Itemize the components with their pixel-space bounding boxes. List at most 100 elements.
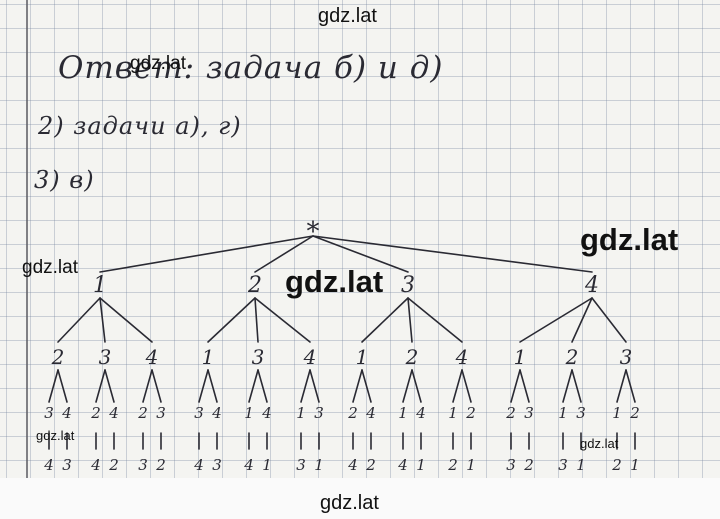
tree-node-level1: 1 bbox=[93, 273, 107, 298]
tree-node-level3: 2 bbox=[347, 404, 358, 422]
tree-node-level4: 1 bbox=[314, 456, 324, 474]
tree-node-level4: 4 bbox=[90, 456, 101, 474]
tree-node-level4: 2 bbox=[108, 456, 119, 474]
tree-node-level4: 3 bbox=[558, 456, 568, 474]
tree-edge bbox=[254, 235, 314, 273]
watermark: gdz.lat bbox=[320, 492, 379, 514]
tree-node-level2: 2 bbox=[565, 345, 579, 369]
tree-node-level3: 4 bbox=[261, 404, 272, 422]
tree-node-level1: 2 bbox=[247, 273, 262, 298]
tree-edge bbox=[48, 369, 59, 403]
tree-edge bbox=[361, 369, 372, 403]
tree-node-level3: 3 bbox=[156, 404, 166, 422]
tree-node-level4: 1 bbox=[262, 456, 272, 474]
tree-edge bbox=[142, 369, 153, 403]
tree-edge bbox=[352, 369, 363, 403]
tree-node-level2: 4 bbox=[455, 345, 469, 369]
watermark: gdz.lat bbox=[130, 53, 186, 74]
tree-node-level4: 1 bbox=[466, 456, 476, 474]
tree-edge bbox=[562, 369, 573, 403]
tree-node-level4: 3 bbox=[62, 456, 72, 474]
tree-root: * bbox=[307, 217, 320, 247]
tree-node-level2: 2 bbox=[51, 345, 65, 369]
tree-node-level4: 1 bbox=[416, 456, 426, 474]
tree-node-level4: 4 bbox=[347, 456, 358, 474]
tree-node-level3: 1 bbox=[558, 404, 568, 422]
tree-edge bbox=[207, 297, 256, 343]
tree-node-level3: 3 bbox=[44, 404, 54, 422]
tree-edge bbox=[300, 369, 311, 403]
tree-node-level2: 4 bbox=[145, 345, 159, 369]
tree-edge bbox=[57, 369, 68, 403]
tree-edge bbox=[616, 369, 627, 403]
tree-edge bbox=[407, 297, 463, 343]
tree-edge bbox=[519, 297, 593, 343]
tree-node-level2: 3 bbox=[99, 345, 112, 369]
tree-node-level3: 4 bbox=[365, 404, 376, 422]
tree-node-level3: 3 bbox=[194, 404, 204, 422]
tree-node-level3: 1 bbox=[612, 404, 622, 422]
watermark: gdz.lat bbox=[36, 428, 75, 443]
tree-node-level3: 4 bbox=[415, 404, 426, 422]
tree-edge bbox=[257, 369, 268, 403]
tree-node-level4: 1 bbox=[630, 456, 640, 474]
tree-node-level3: 2 bbox=[629, 404, 640, 422]
tree-node-level4: 2 bbox=[365, 456, 376, 474]
tree-edge bbox=[411, 369, 422, 403]
tree-node-level4: 3 bbox=[506, 456, 516, 474]
tree-edge bbox=[99, 235, 314, 273]
tree-node-level1: 3 bbox=[401, 273, 415, 298]
tree-edge bbox=[510, 369, 521, 403]
tree-node-level3: 2 bbox=[90, 404, 101, 422]
tree-node-level4: 4 bbox=[397, 456, 408, 474]
tree-node-level4: 2 bbox=[611, 456, 622, 474]
tree-edge bbox=[99, 297, 106, 343]
tree-edge bbox=[625, 369, 636, 403]
tree-node-level3: 3 bbox=[524, 404, 534, 422]
tree-edge bbox=[151, 369, 162, 403]
watermark: gdz.lat bbox=[580, 436, 619, 451]
tree-edge bbox=[361, 297, 409, 343]
tree-edge bbox=[519, 369, 530, 403]
tree-edge bbox=[95, 369, 106, 403]
tree-edge bbox=[198, 369, 209, 403]
answer-line-2: 2) задачи а), г) bbox=[38, 112, 242, 140]
tree-node-level4: 4 bbox=[43, 456, 54, 474]
tree-node-level3: 2 bbox=[465, 404, 476, 422]
tree-edge bbox=[99, 297, 153, 343]
tree-edge bbox=[104, 369, 115, 403]
tree-node-level3: 4 bbox=[211, 404, 222, 422]
tree-edge bbox=[248, 369, 259, 403]
tree-node-level3: 1 bbox=[398, 404, 408, 422]
tree-node-level3: 4 bbox=[108, 404, 119, 422]
watermark: gdz.lat bbox=[318, 5, 377, 27]
tree-node-level1: 4 bbox=[584, 273, 599, 298]
tree-node-level3: 3 bbox=[576, 404, 586, 422]
tree-node-level4: 4 bbox=[243, 456, 254, 474]
watermark: gdz.lat bbox=[580, 222, 679, 257]
tree-node-level3: 4 bbox=[61, 404, 72, 422]
tree-node-level3: 2 bbox=[505, 404, 516, 422]
tree-node-level2: 1 bbox=[514, 345, 527, 369]
tree-node-level4: 2 bbox=[523, 456, 534, 474]
tree-edge bbox=[571, 297, 593, 343]
tree-node-level4: 2 bbox=[155, 456, 166, 474]
tree-node-level4: 2 bbox=[447, 456, 458, 474]
tree-edge bbox=[571, 369, 582, 403]
tree-node-level2: 1 bbox=[202, 345, 215, 369]
tree-edge bbox=[207, 369, 218, 403]
tree-edge bbox=[402, 369, 413, 403]
tree-node-level4: 1 bbox=[576, 456, 586, 474]
tree-node-level4: 3 bbox=[212, 456, 222, 474]
tree-node-level2: 4 bbox=[303, 345, 317, 369]
tree-edge bbox=[309, 369, 320, 403]
tree-node-level3: 1 bbox=[448, 404, 458, 422]
tree-node-level3: 1 bbox=[296, 404, 306, 422]
tree-node-level2: 2 bbox=[405, 345, 419, 369]
tree-edge bbox=[452, 369, 463, 403]
tree-node-level2: 3 bbox=[252, 345, 265, 369]
tree-node-level4: 3 bbox=[296, 456, 306, 474]
answer-line-3: 3) в) bbox=[34, 166, 95, 194]
tree-node-level2: 3 bbox=[620, 345, 633, 369]
